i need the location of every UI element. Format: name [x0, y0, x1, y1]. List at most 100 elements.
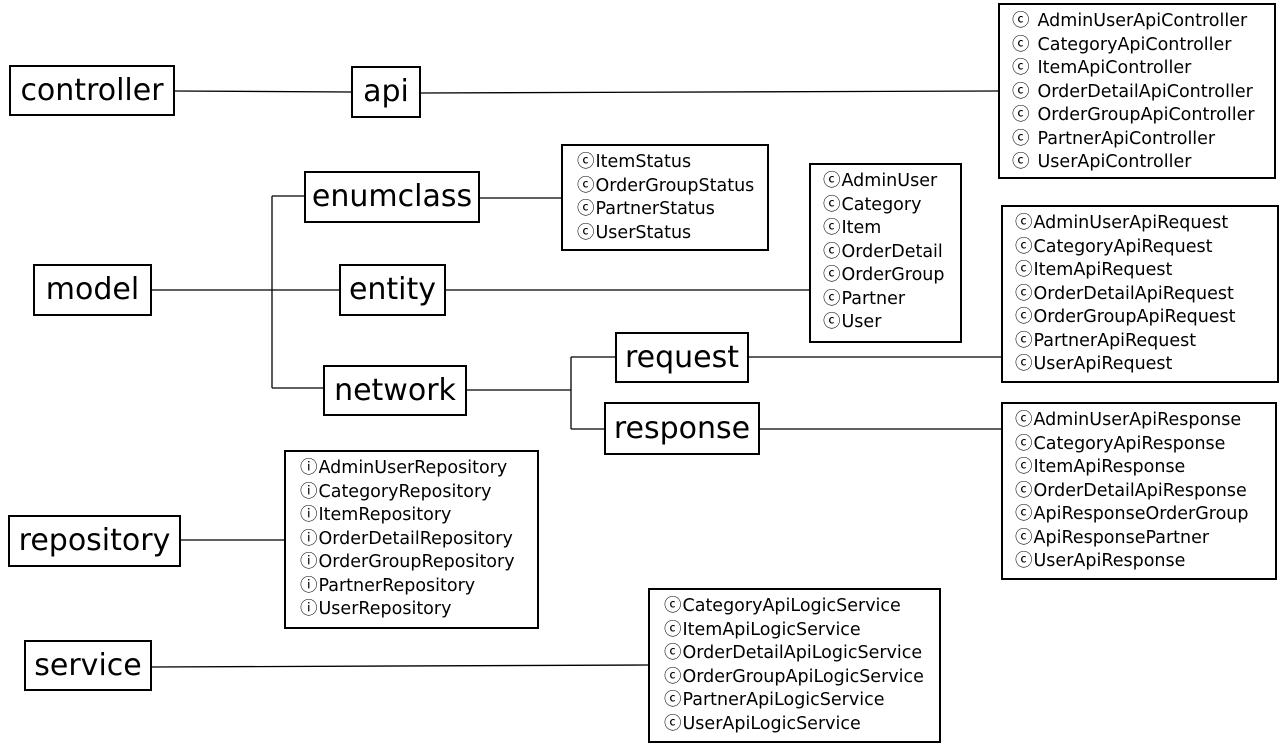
list-item: ⓒApiResponsePartner	[1015, 527, 1275, 551]
package-entity: entity	[339, 264, 446, 316]
class-icon: ⓒ	[1015, 504, 1033, 524]
item-label: PartnerRepository	[318, 575, 476, 596]
list-item: ⓘItemRepository	[300, 504, 537, 528]
interface-icon: ⓘ	[300, 599, 318, 619]
item-label: User	[841, 312, 882, 332]
item-label: ItemRepository	[318, 505, 452, 525]
item-label: OrderDetailApiLogicService	[682, 643, 923, 663]
item-label: ItemApiLogicService	[682, 619, 861, 640]
item-label: OrderGroupStatus	[595, 175, 755, 196]
item-label: OrderGroup	[841, 265, 945, 285]
interface-icon: ⓘ	[300, 552, 318, 572]
list-item: ⓘCategoryRepository	[300, 481, 537, 505]
list-item: ⓒOrderDetailApiResponse	[1015, 480, 1275, 504]
item-label: ItemApiResponse	[1033, 457, 1186, 477]
class-icon: ⓒ	[1015, 213, 1033, 233]
item-label: OrderGroupRepository	[318, 552, 515, 572]
list-item: ⓒ OrderGroupApiController	[1012, 104, 1274, 128]
class-icon: ⓒ	[1015, 480, 1033, 501]
list-item: ⓒ PartnerApiController	[1012, 128, 1274, 152]
class-icon: ⓒ	[664, 690, 682, 710]
list-item: ⓘUserRepository	[300, 598, 537, 622]
list-item: ⓒCategoryApiRequest	[1015, 236, 1277, 260]
list-item: ⓒOrderGroupStatus	[577, 175, 767, 199]
list-item: ⓒItem	[823, 217, 960, 241]
item-label: OrderDetailApiResponse	[1033, 480, 1247, 501]
class-icon: ⓒ	[1012, 128, 1030, 149]
class-icon: ⓒ	[1015, 551, 1033, 571]
list-item: ⓘOrderDetailRepository	[300, 528, 537, 552]
list-item: ⓒOrderDetailApiLogicService	[664, 642, 939, 666]
item-label: Partner	[841, 288, 906, 309]
list-item: ⓒCategory	[823, 194, 960, 218]
package-enumclass: enumclass	[304, 171, 480, 223]
class-icon: ⓒ	[1015, 236, 1033, 257]
item-label: CategoryApiResponse	[1033, 433, 1226, 454]
list-item: ⓘAdminUserRepository	[300, 457, 537, 481]
item-label: OrderGroupApiController	[1037, 105, 1255, 125]
package-response: response	[604, 402, 760, 455]
item-label: CategoryApiController	[1037, 34, 1232, 55]
package-network: network	[323, 365, 467, 416]
item-label: UserStatus	[595, 222, 692, 243]
class-icon: ⓒ	[1012, 152, 1030, 172]
class-icon: ⓒ	[823, 288, 841, 309]
class-icon: ⓒ	[823, 194, 841, 215]
list-item: ⓒOrderDetail	[823, 241, 960, 265]
list-item: ⓒPartner	[823, 288, 960, 312]
item-label: OrderDetailApiController	[1037, 81, 1253, 102]
class-icon: ⓒ	[823, 312, 841, 332]
list-item: ⓒApiResponseOrderGroup	[1015, 503, 1275, 527]
class-icon: ⓒ	[1012, 81, 1030, 102]
item-label: AdminUser	[841, 171, 938, 191]
list-item: ⓒAdminUserApiRequest	[1015, 212, 1277, 236]
list-item: ⓘOrderGroupRepository	[300, 551, 537, 575]
class-icon: ⓒ	[1015, 330, 1033, 351]
class-icon: ⓒ	[823, 171, 841, 191]
class-icon: ⓒ	[577, 199, 595, 219]
class-icon: ⓒ	[1015, 307, 1033, 327]
interface-icon: ⓘ	[300, 481, 318, 502]
item-label: ItemApiController	[1037, 58, 1192, 78]
item-label: ItemApiRequest	[1033, 260, 1173, 280]
item-label: UserApiController	[1037, 152, 1192, 172]
class-icon: ⓒ	[1012, 105, 1030, 125]
item-label: UserApiResponse	[1033, 551, 1186, 571]
connector-service-list	[151, 664, 649, 668]
item-label: ApiResponseOrderGroup	[1033, 504, 1249, 524]
class-icon: ⓒ	[1012, 11, 1030, 31]
item-label: PartnerApiController	[1037, 128, 1216, 149]
item-label: ItemStatus	[595, 152, 692, 172]
item-label: CategoryApiLogicService	[682, 596, 901, 616]
class-icon: ⓒ	[1015, 283, 1033, 304]
item-label: UserApiRequest	[1033, 354, 1173, 374]
item-label: CategoryApiRequest	[1033, 236, 1213, 257]
class-icon: ⓒ	[823, 218, 841, 238]
item-label: OrderDetail	[841, 241, 943, 262]
package-model: model	[33, 264, 152, 316]
list-item: ⓒItemApiResponse	[1015, 456, 1275, 480]
list-item: ⓒUserStatus	[577, 222, 767, 246]
class-icon: ⓒ	[664, 713, 682, 734]
class-icon: ⓒ	[1015, 433, 1033, 454]
list-item: ⓒOrderGroup	[823, 264, 960, 288]
class-icon: ⓒ	[577, 222, 595, 243]
list-item: ⓒ UserApiController	[1012, 151, 1274, 175]
class-icon: ⓒ	[664, 643, 682, 663]
list-item: ⓒAdminUser	[823, 170, 960, 194]
item-label: AdminUserApiResponse	[1033, 410, 1242, 430]
item-label: OrderDetailRepository	[318, 528, 513, 549]
class-icon: ⓒ	[1012, 58, 1030, 78]
list-item: ⓒCategoryApiLogicService	[664, 595, 939, 619]
list-item: ⓒPartnerStatus	[577, 198, 767, 222]
class-icon: ⓒ	[577, 152, 595, 172]
